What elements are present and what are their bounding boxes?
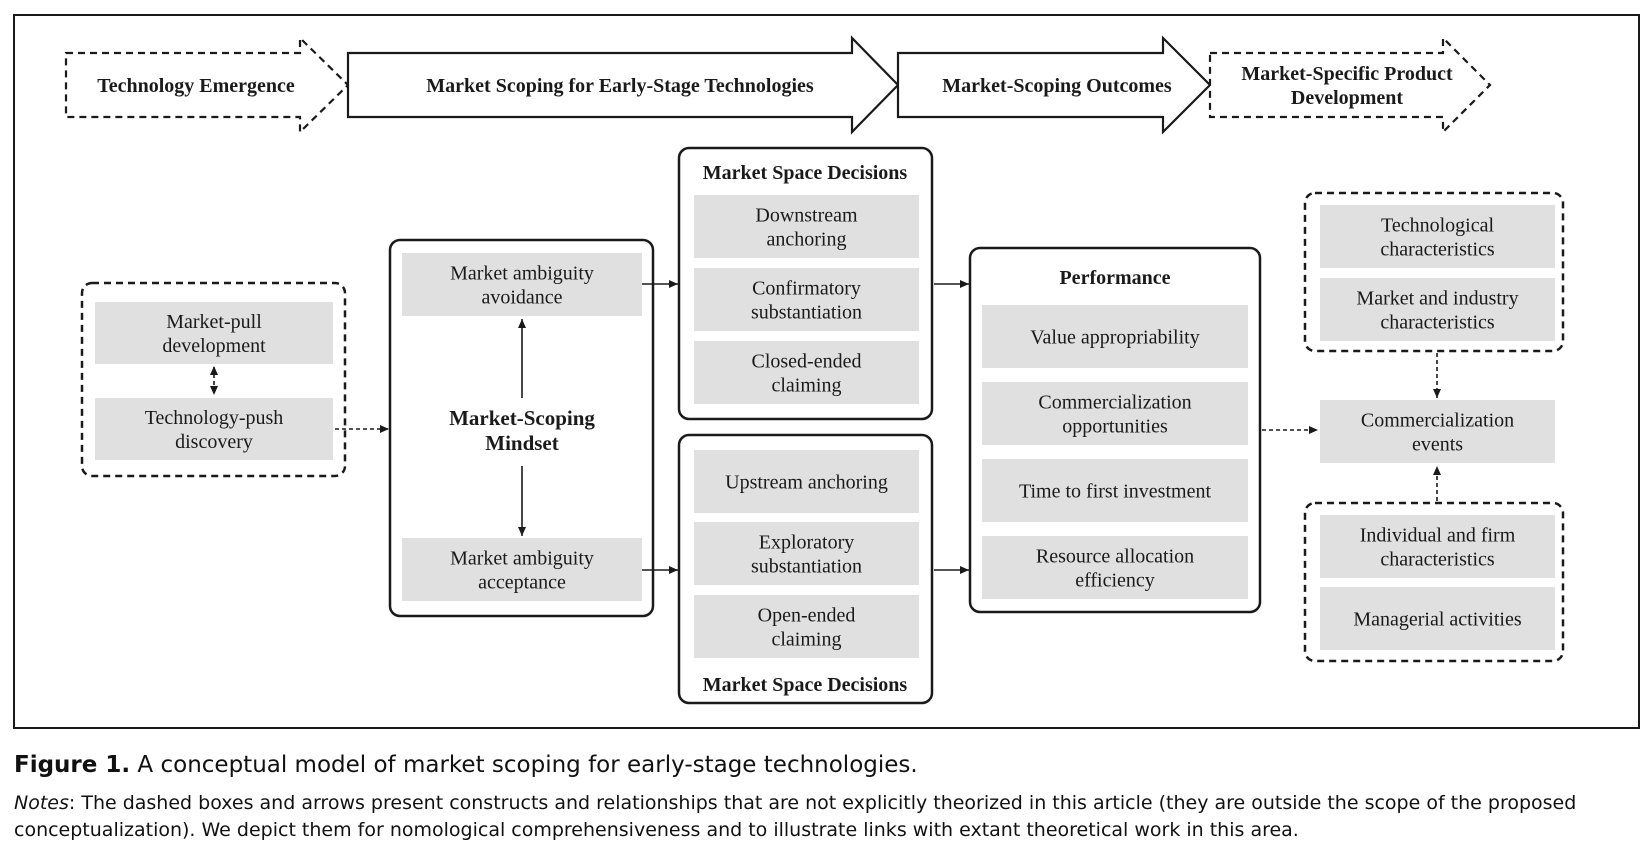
technological-characteristics-box — [1320, 205, 1555, 268]
containers — [64, 35, 1565, 705]
market-pull-development-box — [95, 302, 333, 364]
market-scoping-label: Market Scoping for Early-Stage Technolog… — [426, 75, 814, 97]
closed-ended-claiming-box — [694, 341, 919, 404]
figure-notes: Notes: The dashed boxes and arrows prese… — [14, 790, 1634, 844]
market-space-decisions-lower-title: Market Space Decisions — [703, 674, 908, 696]
figure-caption-text: A conceptual model of market scoping for… — [130, 752, 918, 778]
connector-arrows — [210, 280, 1441, 574]
figure-caption: Figure 1. A conceptual model of market s… — [14, 752, 1634, 778]
time-to-first-investment-box — [982, 459, 1248, 522]
market-space-decisions-lower-container — [677, 433, 934, 705]
open-ended-claiming-box — [694, 595, 919, 658]
exploratory-substantiation-box — [694, 522, 919, 585]
resource-allocation-efficiency-box — [982, 536, 1248, 599]
confirmatory-substantiation-box — [694, 268, 919, 331]
market-space-decisions-upper-title: Market Space Decisions — [703, 162, 908, 184]
labels: Technology Emergence Market Scoping for E… — [97, 63, 1522, 696]
downstream-anchoring-box — [694, 195, 919, 258]
commercialization-events-box — [1320, 400, 1555, 463]
notes-text: : The dashed boxes and arrows present co… — [14, 792, 1577, 841]
technology-emergence-arrow — [64, 35, 350, 135]
market-scoping-outcomes-label: Market-Scoping Outcomes — [942, 75, 1172, 97]
market-ambiguity-acceptance-box — [402, 538, 642, 601]
upstream-anchoring-label: Upstream anchoring — [725, 472, 888, 494]
figure-label: Figure 1. — [14, 752, 131, 778]
performance-container — [968, 246, 1262, 614]
technology-push-discovery-box — [95, 398, 333, 460]
figure-frame — [13, 14, 1640, 729]
commercialization-opportunities-box — [982, 382, 1248, 445]
notes-label: Notes — [14, 792, 69, 814]
conceptual-model-diagram: Technology Emergence Market Scoping for E… — [13, 14, 1640, 729]
upstream-anchoring-box — [694, 450, 919, 513]
market-scoping-arrow — [346, 35, 900, 135]
managerial-activities-label: Managerial activities — [1353, 609, 1521, 631]
time-to-first-investment-label: Time to first investment — [1019, 481, 1211, 503]
market-space-decisions-upper-container — [677, 146, 934, 421]
performance-title: Performance — [1059, 267, 1170, 289]
value-appropriability-box — [982, 305, 1248, 368]
market-ambiguity-avoidance-box — [402, 253, 642, 316]
market-and-industry-characteristics-box — [1320, 278, 1555, 341]
market-scoping-mindset-container — [388, 238, 655, 618]
technology-emergence-label: Technology Emergence — [97, 75, 295, 97]
market-scoping-outcomes-arrow — [896, 35, 1212, 135]
market-specific-product-development-arrow — [1208, 35, 1492, 135]
managerial-activities-box — [1320, 587, 1555, 650]
value-appropriability-label: Value appropriability — [1030, 327, 1199, 349]
individual-and-firm-characteristics-box — [1320, 515, 1555, 578]
discovery-container — [80, 281, 347, 478]
nodes — [95, 195, 1555, 658]
